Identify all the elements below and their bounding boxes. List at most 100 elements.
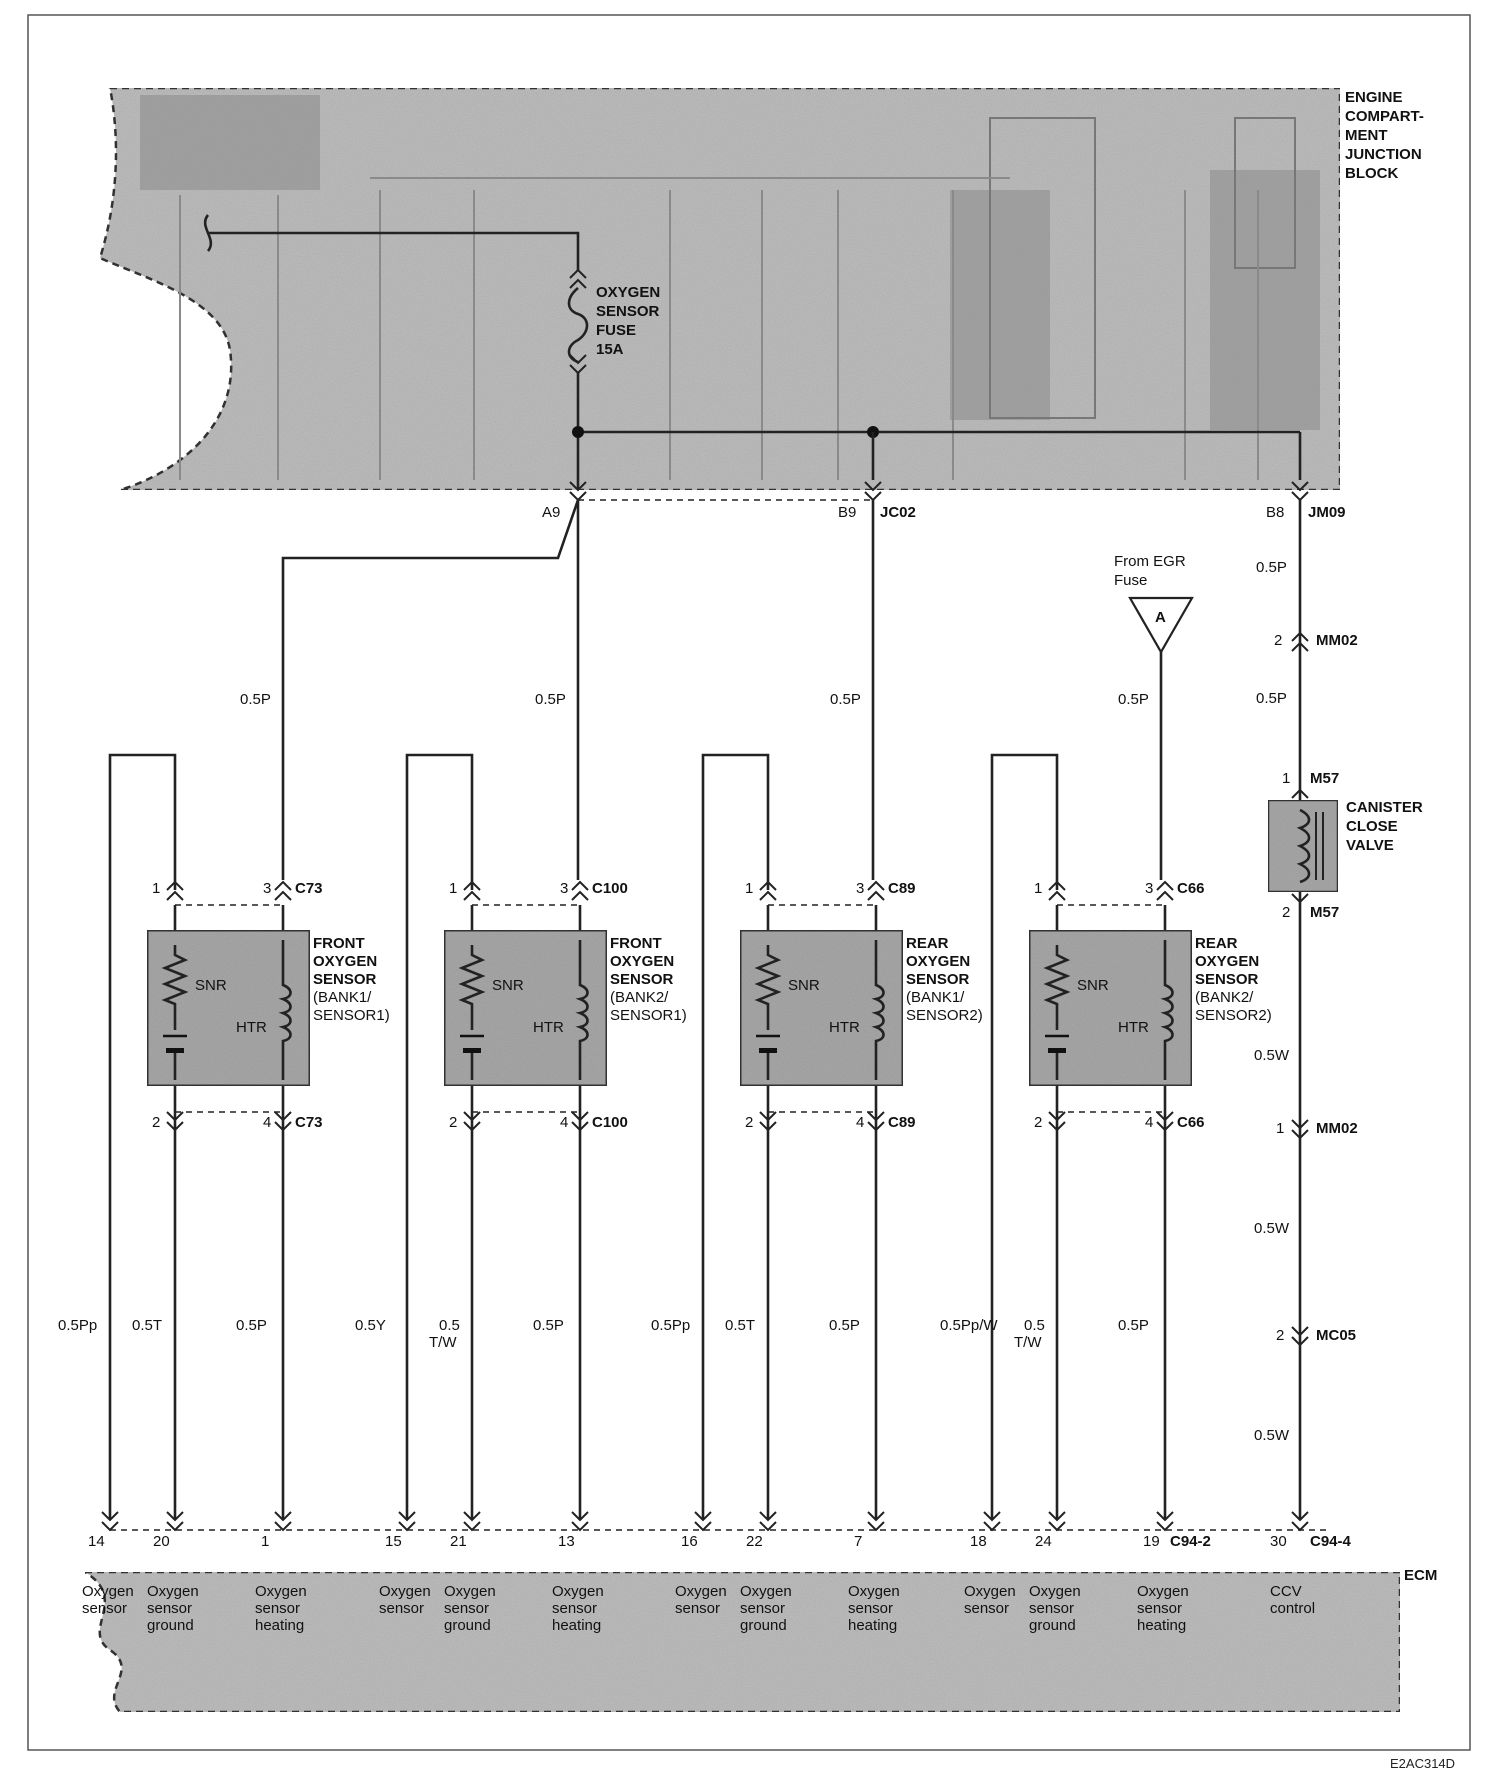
connector-symbol [274, 880, 292, 901]
pin-b8: B8 [1266, 504, 1284, 521]
snr-label: SNR [195, 977, 227, 994]
ecm-pin-number: 21 [450, 1533, 467, 1550]
ecm-connector-c94-2: C94-2 [1170, 1533, 1211, 1550]
junction-block: ENGINE COMPART- MENT JUNCTION BLOCK OXYG… [98, 86, 1424, 492]
ecm-pin-number: 30 [1270, 1533, 1287, 1550]
ecm-pin-number: 13 [558, 1533, 575, 1550]
snr-label: SNR [492, 977, 524, 994]
ecm-pin-number: 19 [1143, 1533, 1160, 1550]
oxygen-sensor-body [738, 928, 905, 1088]
snr-resistor-symbol [458, 945, 486, 1030]
htr-coil-symbol [1160, 940, 1174, 1080]
connector-id: C66 [1177, 880, 1205, 897]
egr-triangle-marker [1128, 596, 1194, 655]
ecm-pin-number: 22 [746, 1533, 763, 1550]
svg-text:1: 1 [1276, 1120, 1284, 1137]
connector-jm09: JM09 [1308, 504, 1346, 521]
svg-text:Fuse: Fuse [1114, 572, 1147, 589]
svg-text:0.5P: 0.5P [1256, 690, 1287, 707]
pin-number: 3 [263, 880, 271, 897]
snr-label: SNR [1077, 977, 1109, 994]
connector-symbol [571, 1111, 589, 1132]
connector-id: C89 [888, 880, 916, 897]
junction-block-shading [140, 95, 320, 190]
pin-number: 3 [856, 880, 864, 897]
wire-color-label: 0.5Pp [651, 1317, 690, 1334]
connector-id: C73 [295, 880, 323, 897]
junction-block-shading [1210, 170, 1320, 430]
wire-color-label: 0.5Pp [58, 1317, 97, 1334]
connector-symbol [759, 1111, 777, 1132]
pin-number: 1 [152, 880, 160, 897]
htr-label: HTR [236, 1019, 267, 1036]
connector-jc02: JC02 [880, 504, 916, 521]
junction-block-shading [989, 117, 1096, 419]
wire-color-label: 0.5T [725, 1317, 755, 1334]
cell-symbol [1048, 1048, 1066, 1053]
svg-text:A: A [1155, 609, 1166, 626]
figure-code: E2AC314D [1390, 1756, 1455, 1771]
connector-symbol [166, 880, 184, 901]
connector-symbol [274, 1111, 292, 1132]
cell-symbol [166, 1048, 184, 1053]
sensor-signal-wire [108, 753, 177, 1520]
ecm-pin-symbol [274, 1511, 292, 1532]
svg-text:From EGR: From EGR [1114, 553, 1186, 570]
feed-wire-label: 0.5P [240, 691, 271, 708]
pin-number: 1 [745, 880, 753, 897]
wire-color-label: 0.5P [829, 1317, 860, 1334]
oxygen-sensor-body [1027, 928, 1194, 1088]
pin-number: 2 [1034, 1114, 1042, 1131]
connector-symbol [463, 1111, 481, 1132]
ecm-pin-symbol [166, 1511, 184, 1532]
snr-resistor-symbol [161, 945, 189, 1030]
ecm-pin-symbol [867, 1511, 885, 1532]
pin-a9: A9 [542, 504, 560, 521]
sensor-signal-wire [701, 753, 770, 1520]
wire-color-label: 0.5P [236, 1317, 267, 1334]
ecm-pin-number: 24 [1035, 1533, 1052, 1550]
wire-color-label: 0.5Pp/W [940, 1317, 998, 1334]
pin-number: 1 [449, 880, 457, 897]
svg-text:M57: M57 [1310, 904, 1339, 921]
fuse-label: OXYGEN SENSOR FUSE 15A [596, 284, 664, 358]
svg-text:0.5W: 0.5W [1254, 1427, 1290, 1444]
connector-symbol [1156, 880, 1174, 901]
egr-fuse-source: From EGR Fuse A [1114, 553, 1194, 880]
snr-resistor-symbol [754, 945, 782, 1030]
pin-number: 4 [856, 1114, 864, 1131]
svg-text:0.5W: 0.5W [1254, 1047, 1290, 1064]
connector-symbol [759, 880, 777, 901]
connector-symbol [571, 880, 589, 901]
htr-coil-symbol [575, 940, 589, 1080]
ecm-pin-number: 15 [385, 1533, 402, 1550]
svg-text:M57: M57 [1310, 770, 1339, 787]
snr-label: SNR [788, 977, 820, 994]
feed-wire-label: 0.5P [830, 691, 861, 708]
ecm-pin-symbol [571, 1511, 589, 1532]
htr-label: HTR [829, 1019, 860, 1036]
connector-id: C100 [592, 1114, 628, 1131]
canister-label: CANISTER CLOSE VALVE [1346, 799, 1427, 854]
connector-symbol [867, 880, 885, 901]
wire-color-label: 0.5P [1118, 1317, 1149, 1334]
svg-text:0.5P: 0.5P [1256, 559, 1287, 576]
oxygen-sensor-body [442, 928, 609, 1088]
connector-symbol [1048, 880, 1066, 901]
canister-circuit: 0.5P 2 MM02 0.5P 1 M57 2 M57 CANISTER CL… [1254, 500, 1427, 1520]
cell-symbol [463, 1048, 481, 1053]
